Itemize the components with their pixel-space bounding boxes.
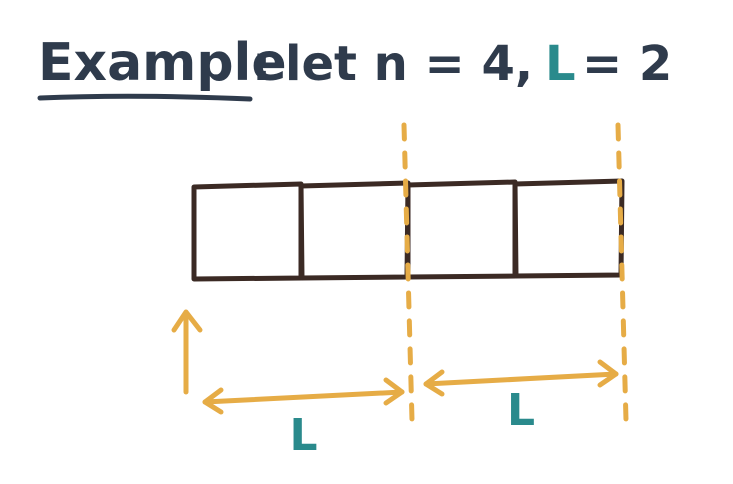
heading: Example : let n = 4, L = 2 <box>37 33 672 102</box>
heading-statement: let n = 4, <box>285 36 533 92</box>
array-cell <box>298 180 411 281</box>
segment-boundary-line <box>401 122 415 423</box>
segment-boundaries <box>401 122 629 423</box>
heading-word: Example <box>38 33 287 93</box>
heading-param-assign: = 2 <box>582 36 672 92</box>
double-headed-arrow-icon <box>423 359 619 397</box>
segment-label: L <box>507 385 535 436</box>
heading-colon: : <box>252 36 271 92</box>
up-arrow-icon <box>171 309 203 395</box>
segment-label: L <box>290 410 318 461</box>
heading-underline <box>37 93 253 102</box>
array-cell <box>405 179 519 280</box>
array-cell <box>512 178 625 279</box>
heading-param-symbol: L <box>545 36 576 92</box>
array-cell <box>191 181 305 282</box>
segment-boundary-line <box>615 122 629 423</box>
double-headed-arrow-icon <box>202 377 405 415</box>
